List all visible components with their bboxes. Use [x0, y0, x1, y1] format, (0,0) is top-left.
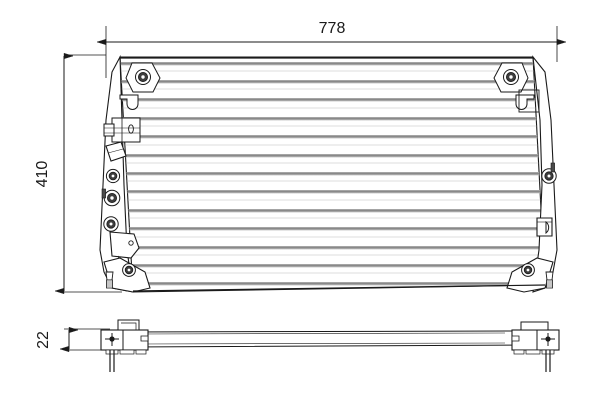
tube-row — [120, 62, 545, 286]
section-left-lower-blocks — [105, 349, 147, 355]
left-mounting-pad-hole — [128, 240, 134, 246]
dimension-label-depth: 22 — [35, 331, 52, 349]
left-bolt-center — [141, 75, 145, 79]
right-grommets — [541, 168, 557, 184]
front-view — [99, 54, 558, 293]
left-grommets — [103, 168, 121, 232]
core-bottom-edge — [132, 284, 546, 292]
dimension-width-778: 778 — [64, 20, 557, 78]
dimension-height-410: 410 — [34, 56, 122, 292]
inlet-port-left — [105, 141, 127, 162]
right-tank-tab — [550, 162, 555, 173]
section-left-notch — [140, 335, 149, 342]
right-bracket-box — [518, 89, 540, 113]
section-left-top-tab — [117, 319, 140, 331]
dimension-label-height: 410 — [34, 161, 51, 188]
left-hook-notch — [119, 94, 139, 110]
dimension-label-width: 778 — [319, 20, 346, 37]
right-hook-notch — [515, 94, 535, 110]
left-foot-bolt-center — [127, 268, 131, 272]
tube-rows-group — [120, 62, 545, 286]
tube-hairlines — [120, 70, 545, 274]
left-port-flange — [103, 123, 115, 137]
top-section-view: 22 — [35, 319, 560, 372]
left-port-bore — [128, 124, 134, 134]
section-right-center-mark — [541, 333, 555, 346]
right-mounting-stud — [545, 271, 554, 289]
section-right-top-tab — [520, 321, 549, 331]
mounting-bracket-right — [493, 55, 558, 293]
left-tank-tab — [101, 188, 106, 199]
section-left-center-mark — [105, 333, 119, 346]
section-bracket-right — [511, 321, 560, 372]
left-mounting-stud — [105, 271, 114, 289]
right-foot-bolt-center — [526, 268, 530, 272]
left-port-block — [111, 117, 141, 143]
outlet-port-right — [536, 217, 553, 237]
section-bracket-left — [100, 319, 149, 372]
section-left-tab-inner — [121, 322, 137, 330]
left-mounting-pad — [109, 231, 140, 259]
mounting-bracket-left — [99, 54, 161, 293]
section-right-lower-blocks — [513, 349, 555, 355]
right-bolt-center — [509, 75, 513, 79]
section-right-notch — [511, 335, 520, 342]
section-core-slab — [111, 330, 536, 348]
